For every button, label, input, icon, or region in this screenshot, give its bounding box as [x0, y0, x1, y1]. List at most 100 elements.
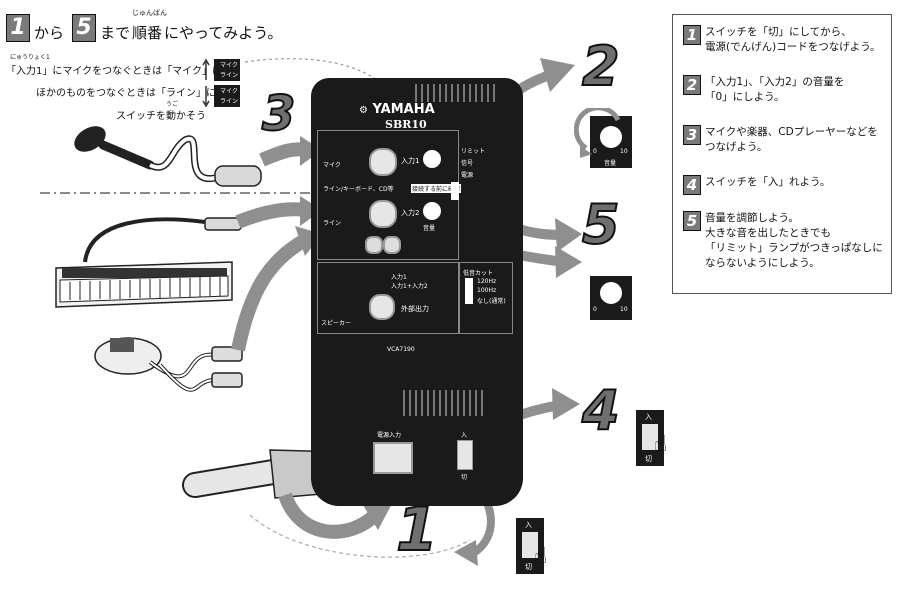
input2-label: 入力2	[401, 209, 420, 217]
power-switch-on-label: 入	[461, 432, 468, 439]
lowcut-switch[interactable]	[465, 278, 473, 304]
knob-dial-icon	[600, 126, 622, 148]
step-badge-4: 4	[683, 175, 701, 195]
step-number-2: 2	[581, 35, 621, 98]
yamaha-logo-icon: ⚙	[359, 105, 368, 116]
speaker-label: スピーカー	[321, 320, 352, 327]
line-kb-cd-label: ライン/キーボード、CD等	[323, 186, 394, 193]
switch1-on-label: 入	[525, 521, 532, 529]
knob-dial-icon-5	[600, 282, 622, 304]
header-title: 1 から 5 まで じゅんばん 順番 にやってみよう。	[6, 6, 306, 46]
knob-min-label: 0	[593, 148, 597, 155]
step-text-2: 「入力1」、「入力2」の音量を 「0」にしよう。	[705, 76, 845, 103]
switch-icon-step1: 入 切	[516, 518, 544, 574]
speaker-unit: ⚙ YAMAHA SBR10 入力1 入力2 マイク ライン/キーボード、CD等…	[311, 78, 523, 506]
ext-out-jack[interactable]	[369, 294, 395, 320]
switch-note-line1: 「入力1」にマイクをつなぐときは「マイク」に	[6, 66, 222, 77]
power-switch[interactable]	[457, 440, 473, 470]
switch1-rocker	[522, 532, 538, 558]
step-text-3: マイクや楽器、CDプレーヤーなどを つなげよう。	[705, 126, 878, 153]
step-badge-1: 1	[683, 25, 701, 45]
power-switch-off-label: 切	[461, 474, 468, 481]
mic-switch-mic-label: マイク	[220, 62, 238, 69]
switch-note: にゅうりょく1 「入力1」にマイクをつなぐときは「マイク」に ほかのものをつなぐ…	[6, 52, 256, 122]
microphone-icon	[74, 126, 262, 187]
mic-switch-line-label: ライン	[220, 72, 239, 79]
line-switch-mic-label: マイク	[220, 88, 238, 95]
knob-vol-label: 音量	[604, 160, 617, 167]
header-number-end: 5	[72, 14, 96, 42]
switch4-off-label: 切	[645, 455, 652, 463]
unit-model: SBR10	[385, 118, 427, 131]
step-badge-2: 2	[683, 75, 701, 95]
step-number-3: 3	[261, 86, 296, 142]
step-text-4: スイッチを「入」れよう。	[705, 176, 831, 188]
limit-indicator: リミット	[461, 148, 486, 155]
out-in1-label: 入力1	[391, 274, 407, 281]
steps-panel: 1 スイッチを「切」にしてから、 電源(でんげん)コードをつなげよう。 2 「入…	[672, 14, 892, 294]
knob5-max-label: 10	[620, 306, 628, 313]
step-text-1: スイッチを「切」にしてから、 電源(でんげん)コードをつなげよう。	[705, 26, 881, 53]
switch-note-line2: ほかのものをつなぐときは「ライン」に	[36, 88, 216, 99]
switch-note-line3-ruby: うご	[166, 101, 179, 108]
knob-icon-step2: 0 10 音量	[590, 116, 632, 168]
rca-right-jack[interactable]	[383, 236, 401, 254]
step-number-1: 1	[395, 495, 439, 565]
line-switch-line-label: ライン	[220, 98, 239, 105]
volume-label: 音量	[423, 225, 436, 232]
rotate-arrow-icon	[574, 108, 621, 158]
signal-indicator: 信号	[461, 160, 474, 167]
lowcut-100-label: 100Hz	[477, 287, 497, 294]
knob5-min-label: 0	[593, 306, 597, 313]
caution-label: 接続する前に確認	[411, 184, 462, 193]
cd-player-icon	[94, 337, 243, 392]
header-made: まで	[100, 24, 131, 42]
switch1-off-label: 切	[525, 563, 532, 571]
lowcut-label: 低音カット	[463, 270, 494, 277]
line-switch-icon: マイク ライン	[202, 84, 242, 108]
input2-jack[interactable]	[369, 200, 397, 228]
unit-brand: ⚙ YAMAHA	[359, 102, 435, 117]
step-text-5: 音量を調節しよう。 大きな音を出したときでも 「リミット」ランプがつきっぱなしに…	[705, 212, 883, 269]
switch4-rocker	[642, 424, 658, 450]
power-input-label: 電源入力	[377, 432, 402, 439]
power-indicator: 電源	[461, 172, 474, 179]
brand-name: YAMAHA	[372, 102, 435, 117]
out-in12-label: 入力1+入力2	[391, 283, 428, 290]
switch-note-line3: スイッチを動かそう	[116, 111, 206, 122]
vent-grille-bottom	[403, 390, 483, 416]
knob-icon-step5: 0 10	[590, 276, 632, 320]
header-tail: にやってみよう。	[164, 24, 283, 42]
line2-label: ライン	[323, 220, 342, 227]
mic-switch-icon: マイク ライン	[202, 58, 242, 82]
header-number-start: 1	[6, 14, 30, 42]
output-panel	[317, 262, 459, 334]
switch4-on-label: 入	[645, 413, 652, 421]
step-number-5: 5	[581, 193, 621, 256]
volume1-knob[interactable]	[423, 150, 441, 168]
step-badge-5: 5	[683, 211, 701, 231]
step-badge-3: 3	[683, 125, 701, 145]
lowcut-panel	[459, 262, 513, 334]
keyboard-keys	[69, 277, 221, 300]
volume2-knob[interactable]	[423, 202, 441, 220]
rca-left-jack[interactable]	[365, 236, 383, 254]
knob-max-label: 10	[620, 148, 628, 155]
power-inlet[interactable]	[373, 442, 413, 474]
lowcut-none-label: なし(通常)	[477, 298, 506, 305]
input1-label: 入力1	[401, 157, 420, 165]
switch-icon-step4: 入 切	[636, 410, 664, 466]
ext-out-label: 外部出力	[401, 305, 429, 313]
lowcut-120-label: 120Hz	[477, 278, 497, 285]
header-kara: から	[34, 24, 65, 42]
header-junban: 順番	[132, 24, 163, 42]
input1-jack[interactable]	[369, 148, 397, 176]
mic-label: マイク	[323, 162, 341, 169]
keyboard-icon	[55, 217, 242, 308]
hand-pointer-icon-4: ☝	[654, 432, 668, 457]
header-ruby: じゅんばん	[132, 9, 167, 17]
mic-line-switch[interactable]	[451, 182, 459, 200]
switch-note-ruby: にゅうりょく1	[10, 54, 50, 61]
step-number-4: 4	[581, 379, 621, 442]
